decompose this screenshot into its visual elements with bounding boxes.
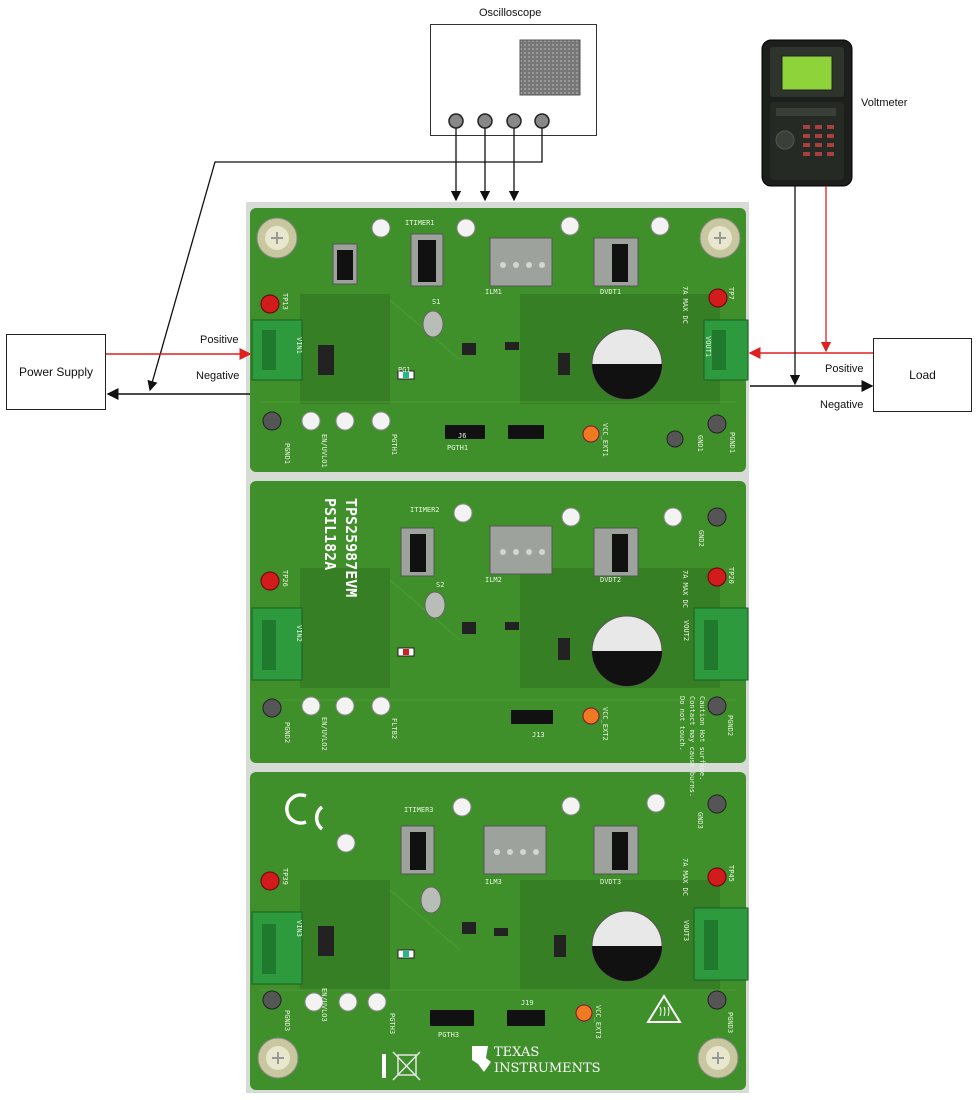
evm-board: PG1 S1 S2 ILM1 ILM2 ILM3 DVDT1 DVDT2 DVD…: [246, 202, 749, 1093]
silk-j19: J19: [521, 999, 534, 1007]
texas-instruments-logo-icon: [472, 1046, 491, 1072]
silk-vout3: VOUT3: [682, 920, 690, 941]
silk-gnd1: GND1: [696, 435, 704, 452]
silk-tp7: TP7: [727, 287, 735, 300]
silk-pgnd3: PGND3: [283, 1010, 291, 1031]
silk-ilm2: ILM2: [485, 576, 502, 584]
silk-vin2: VIN2: [295, 625, 303, 642]
silk-tp20: TP20: [727, 567, 735, 584]
silk-pgnd3-right: PGND3: [726, 1012, 734, 1033]
silk-dvdt1: DVDT1: [600, 288, 621, 296]
silk-vin1: VIN1: [295, 337, 303, 354]
terminal-blocks: [251, 319, 749, 985]
left-positive-label: Positive: [200, 334, 239, 346]
gray-test-points: [262, 411, 727, 1010]
silk-itimer1: ITIMER1: [405, 219, 435, 227]
ti-logo-text-2: INSTRUMENTS: [494, 1061, 601, 1076]
output-capacitors: [591, 328, 663, 982]
silk-dvdt2: DVDT2: [600, 576, 621, 584]
jumper-headers: [332, 233, 639, 1026]
silk-rating-2: 7A MAX DC: [681, 570, 689, 608]
load-box: Load: [873, 338, 972, 412]
board-part-number: TPS25987EVM: [342, 498, 360, 597]
silk-vout2: VOUT2: [682, 620, 690, 641]
silk-itimer3: ITIMER3: [404, 806, 434, 814]
power-supply-box: Power Supply: [6, 334, 106, 410]
silk-caution-1: Caution Hot surface.: [698, 696, 706, 780]
silk-gnd3: GND3: [696, 812, 704, 829]
silk-fltb2: FLTB2: [390, 718, 398, 739]
silk-j6: J6: [458, 432, 466, 440]
smd-components: [318, 342, 570, 957]
silk-caution-3: Do not touch.: [678, 696, 686, 751]
silk-s1: S1: [432, 298, 440, 306]
ce-mark-icon: [285, 793, 324, 831]
silk-pgnd2-right: PGND2: [726, 715, 734, 736]
silk-en2: EN/UVLO2: [320, 717, 328, 751]
status-leds: [397, 370, 415, 959]
silk-pgnd2: PGND2: [283, 722, 291, 743]
mounting-holes: [256, 217, 741, 1079]
silk-caution-2: Contact may cause burns.: [688, 696, 696, 797]
probe-knob-1: [448, 113, 464, 129]
probe-knob-2: [477, 113, 493, 129]
silk-tp45: TP45: [727, 865, 735, 882]
silk-vcc-ext2: VCC_EXT2: [601, 707, 609, 741]
ti-logo-text-1: TEXAS: [494, 1045, 539, 1060]
silk-tp26: TP26: [281, 570, 289, 587]
probe-knob-4: [534, 113, 550, 129]
gray-mosfets: [420, 310, 446, 914]
silk-tp9: PGTH1: [390, 434, 398, 455]
probe-knob-3: [506, 113, 522, 129]
silk-s2: S2: [436, 581, 444, 589]
weee-bin-icon: [392, 1051, 421, 1081]
oscilloscope-probe-knobs: [448, 113, 550, 129]
silk-rating-1: 7A MAX DC: [681, 286, 689, 324]
silk-vin3: VIN3: [295, 920, 303, 937]
oscilloscope-label: Oscilloscope: [479, 7, 542, 19]
silk-pgnd1-right: PGND1: [728, 432, 736, 453]
silk-pgth1: PGTH1: [447, 444, 468, 452]
silk-pg1: PG1: [398, 366, 411, 374]
right-positive-label: Positive: [825, 363, 864, 375]
silk-tp46: PGTH3: [388, 1013, 396, 1034]
white-test-points: [301, 216, 683, 1012]
silk-ilm1: ILM1: [485, 288, 502, 296]
silk-tp13: TP13: [281, 293, 289, 310]
silk-vout1: VOUT1: [704, 336, 712, 357]
silk-vcc-ext3: VCC_EXT3: [594, 1005, 602, 1039]
silk-vcc-ext1: VCC_EXT1: [601, 423, 609, 457]
silk-dvdt3: DVDT3: [600, 878, 621, 886]
right-negative-label: Negative: [820, 399, 864, 411]
silk-en3: EN/UVLO3: [320, 988, 328, 1022]
hot-surface-warning-icon: [646, 994, 682, 1023]
silk-itimer2: ITIMER2: [410, 506, 440, 514]
orange-test-points: [575, 425, 600, 1022]
red-test-points: [260, 288, 728, 891]
left-negative-label: Negative: [196, 370, 240, 382]
silk-tp39: TP39: [281, 868, 289, 885]
oscilloscope-screen: [519, 39, 581, 96]
silk-pgth3: PGTH3: [438, 1031, 459, 1039]
silk-en1: EN/UVLO1: [320, 434, 328, 468]
silk-rating-3: 7A MAX DC: [681, 858, 689, 896]
oscilloscope-probe-wires: [147, 128, 543, 392]
silk-pgnd1: PGND1: [283, 443, 291, 464]
silk-ilm3: ILM3: [485, 878, 502, 886]
power-supply-label: Power Supply: [18, 365, 94, 379]
silk-j13: J13: [532, 731, 545, 739]
voltmeter-label: Voltmeter: [861, 97, 908, 109]
voltmeter-device: [761, 39, 853, 187]
voltmeter-screen: [781, 55, 833, 91]
silk-bar: [382, 1054, 386, 1078]
board-pcb-id: PSIL182A: [321, 498, 339, 570]
silk-gnd2: GND2: [697, 530, 705, 547]
load-label: Load: [909, 368, 936, 382]
